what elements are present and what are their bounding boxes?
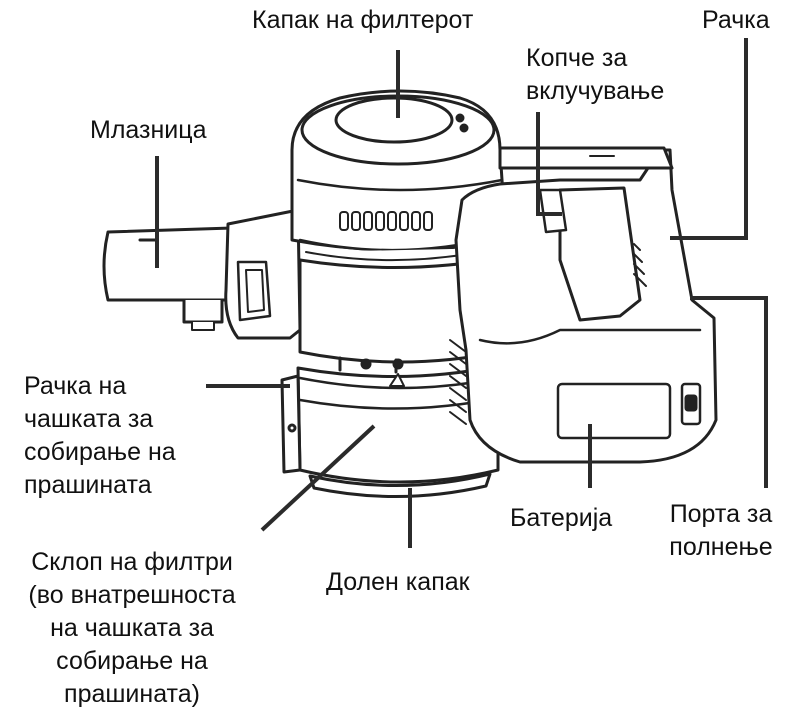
label-power-button-line1: Копче за xyxy=(526,44,628,72)
label-dust-cup-handle-line4: прашината xyxy=(24,471,152,499)
label-handle: Рачка xyxy=(702,6,770,34)
label-filter-cover: Капак на филтерот xyxy=(252,6,474,34)
leader-power-button xyxy=(536,112,562,216)
dust-cup-part xyxy=(280,364,500,498)
leader-filter-assembly xyxy=(260,424,376,532)
label-power-button-line2: вклучување xyxy=(526,77,665,105)
label-charging-port-line1: Порта за xyxy=(669,500,773,528)
rear-housing-part xyxy=(449,146,718,464)
label-filter-assembly-line5: прашината) xyxy=(64,680,200,708)
label-filter-assembly-line2: (во внатрешноста xyxy=(28,581,236,609)
label-filter-assembly-line4: собирање на xyxy=(56,647,208,675)
label-dust-cup-handle-line1: Рачка на xyxy=(24,372,127,400)
label-dust-cup-handle-line2: чашката за xyxy=(24,405,154,433)
label-dust-cup-handle: Рачка на чашката за собирање на прашинат… xyxy=(24,370,176,502)
label-filter-assembly: Склоп на филтри (во внатрешноста на чашк… xyxy=(2,546,262,711)
label-dust-cup-handle-line3: собирање на xyxy=(24,438,176,466)
label-charging-port-line2: полнење xyxy=(669,533,773,561)
filter-housing-part xyxy=(290,89,508,262)
label-charging-port: Порта за полнење xyxy=(656,498,786,564)
label-power-button: Копче за вклучување xyxy=(526,42,706,108)
label-nozzle: Млазница xyxy=(90,116,207,144)
label-battery: Батерија xyxy=(510,504,613,532)
label-filter-assembly-line3: на чашката за xyxy=(50,614,214,642)
leader-charging-port xyxy=(690,296,768,488)
nozzle-part xyxy=(102,226,234,331)
leader-handle xyxy=(670,38,748,240)
label-filter-assembly-line1: Склоп на филтри xyxy=(31,548,233,576)
main-body-part xyxy=(224,208,302,340)
label-bottom-cover: Долен капак xyxy=(326,568,470,596)
